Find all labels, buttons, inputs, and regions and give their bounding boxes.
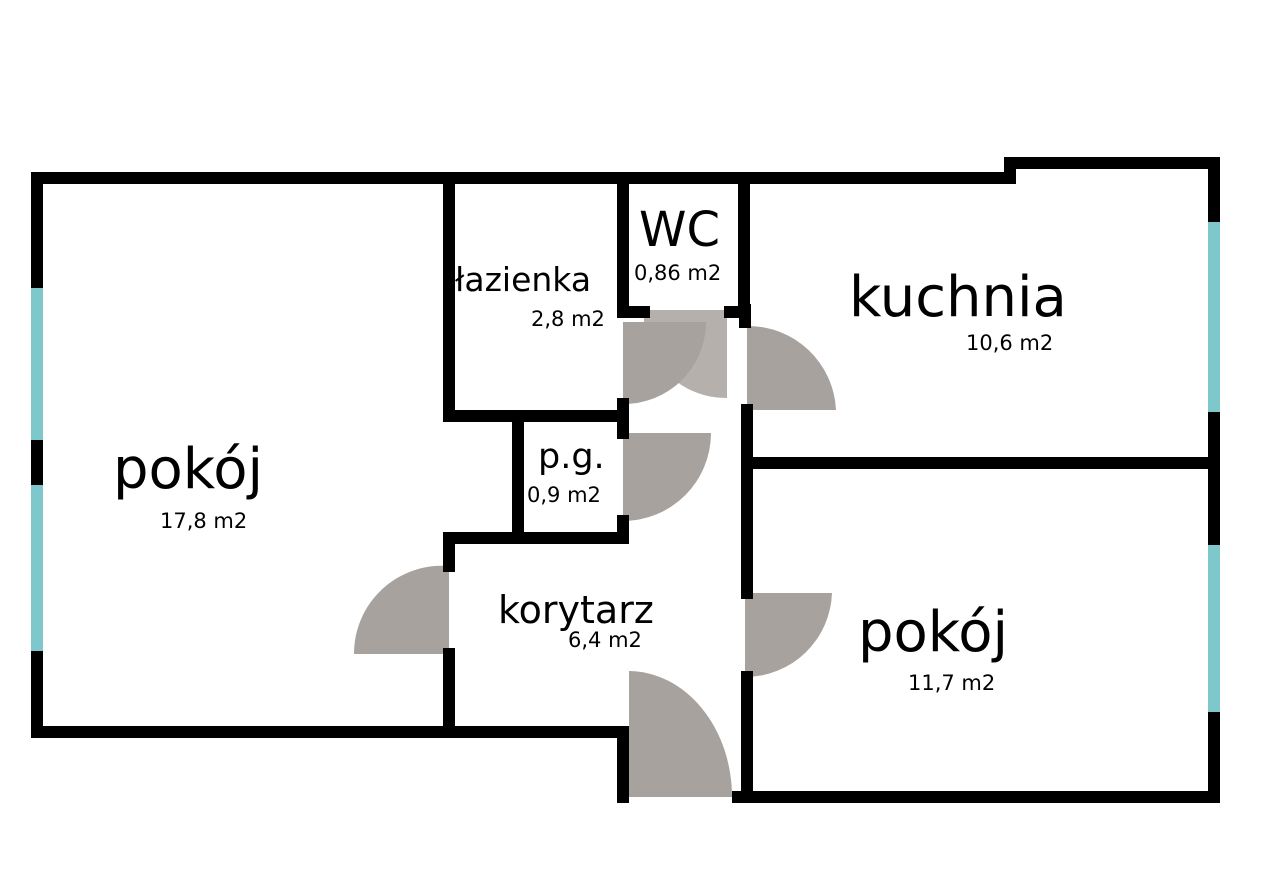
window-left-2: [31, 485, 43, 651]
room-name-wc: WC: [639, 202, 720, 258]
door-pokoj-left[interactable]: [353, 565, 449, 654]
room-name-pokoj-right: pokój: [858, 600, 1009, 665]
room-name-pg: p.g.: [538, 437, 605, 477]
room-area-lazienka: 2,8 m2: [531, 307, 605, 331]
doors: [353, 310, 836, 797]
door-wc[interactable]: [643, 310, 727, 399]
room-area-wc: 0,86 m2: [634, 261, 722, 285]
door-kuchnia[interactable]: [747, 325, 836, 410]
room-name-pokoj-left: pokój: [113, 437, 264, 502]
door-pokoj-right[interactable]: [745, 593, 832, 677]
room-area-pokoj-right: 11,7 m2: [908, 671, 996, 695]
room-area-korytarz: 6,4 m2: [568, 628, 642, 652]
room-name-kuchnia: kuchnia: [849, 265, 1067, 330]
window-kitchen: [1208, 222, 1220, 412]
room-area-kuchnia: 10,6 m2: [966, 331, 1054, 355]
windows: [31, 222, 1220, 712]
door-pg[interactable]: [623, 433, 711, 521]
door-entrance[interactable]: [629, 671, 732, 797]
room-name-korytarz: korytarz: [498, 588, 654, 632]
room-name-lazienka: łazienka: [455, 260, 592, 299]
window-left-1: [31, 288, 43, 440]
window-right-room: [1208, 545, 1220, 712]
room-area-pokoj-left: 17,8 m2: [160, 509, 248, 533]
walls: [31, 157, 1220, 803]
room-area-pg: 0,9 m2: [527, 483, 601, 507]
